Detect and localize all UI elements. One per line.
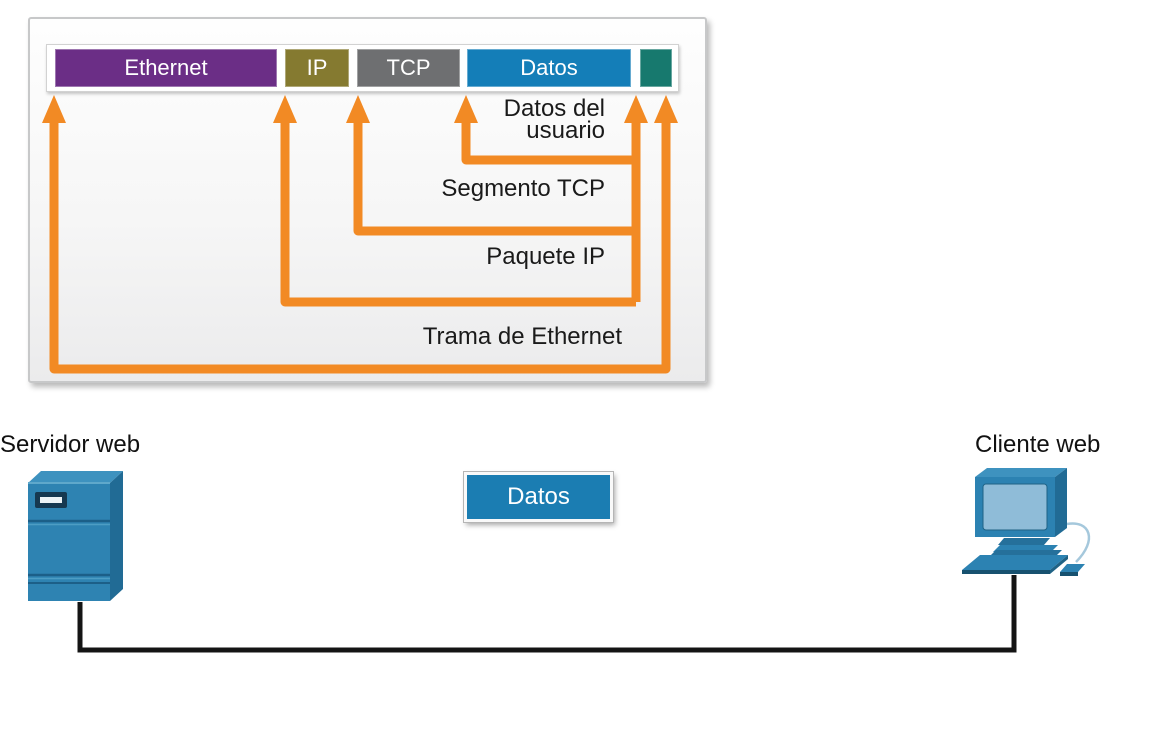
keyboard-icon (962, 555, 1068, 570)
arrowhead-trailer-icon (654, 95, 678, 123)
client-label: Cliente web (975, 431, 1101, 458)
network-cable (77, 575, 1017, 653)
encapsulation-brackets-graphic (42, 95, 678, 374)
label-ip-packet: Paquete IP (486, 243, 605, 270)
user-data-bracket (461, 118, 636, 165)
server-label: Servidor web (0, 431, 141, 458)
label-user-data-line1: Datos del (503, 95, 605, 122)
web-client-icon (962, 468, 1091, 576)
protocol-bar: Ethernet IP TCP Datos (46, 44, 679, 92)
segment-data-payload: Datos (467, 49, 631, 87)
arrowhead-data-start-icon (454, 95, 478, 123)
arrowhead-ip-start-icon (273, 95, 297, 123)
label-user-data-line2: usuario (526, 117, 605, 144)
segment-ethernet-header: Ethernet (55, 49, 277, 87)
ethernet-frame-bracket (49, 118, 671, 374)
encapsulation-panel: Ethernet IP TCP Datos Datos del usuario … (28, 17, 707, 383)
segment-tcp-header: TCP (357, 49, 460, 87)
up-arrowheads (42, 95, 678, 123)
screen-icon (982, 483, 1048, 531)
arrowhead-ethernet-start-icon (42, 95, 66, 123)
mouse-cable-icon (1066, 522, 1091, 563)
tcp-segment-bracket (353, 118, 636, 236)
mouse-icon (1060, 564, 1085, 572)
web-server-icon (28, 471, 123, 601)
label-tcp-segment: Segmento TCP (441, 175, 605, 202)
arrowhead-data-end-icon (624, 95, 648, 123)
segment-ip-header: IP (285, 49, 349, 87)
label-user-data: Datos del usuario (503, 95, 605, 144)
label-ethernet-frame: Trama de Ethernet (422, 323, 622, 350)
segment-ethernet-trailer (640, 49, 672, 87)
arrowhead-tcp-start-icon (346, 95, 370, 123)
data-in-transit-box: Datos (463, 471, 614, 523)
ip-packet-bracket (280, 118, 636, 307)
